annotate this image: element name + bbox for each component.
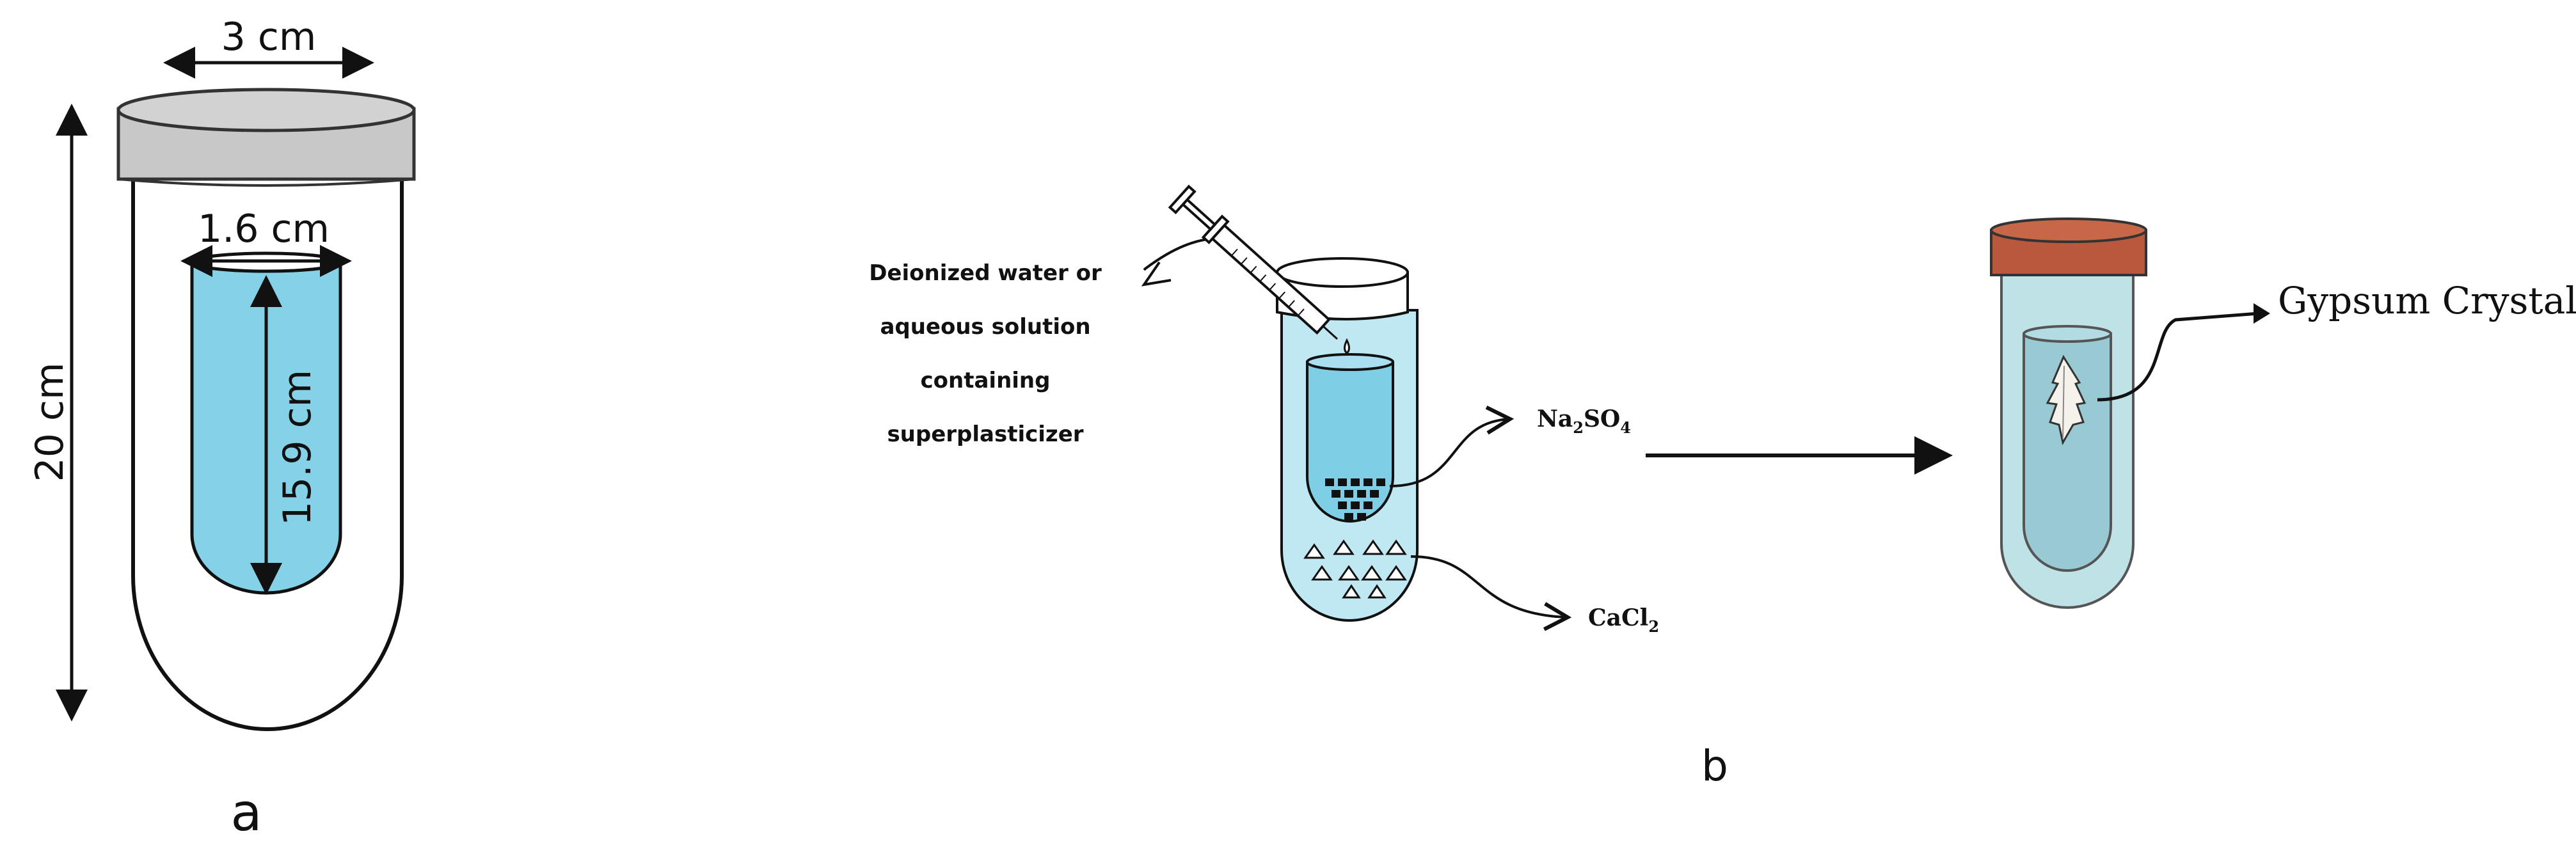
syringe-icon xyxy=(1168,184,1339,340)
droplet-icon xyxy=(1344,338,1350,354)
panel-b-label: b xyxy=(1701,741,1728,791)
solution-label-line-4: superplasticizer xyxy=(887,422,1083,447)
panel-a: 3 cm 20 cm 1.6 cm 15.9 cm a xyxy=(28,15,416,842)
reaction-tube xyxy=(1276,257,1419,622)
inner-diameter-label: 1.6 cm xyxy=(198,207,330,251)
tube-diameter-label: 3 cm xyxy=(221,15,317,59)
tube-height-label: 20 cm xyxy=(28,363,72,482)
solution-label-line-1: Deionized water or xyxy=(869,260,1102,286)
gypsum-crystal-icon xyxy=(2046,354,2087,446)
square-particle-icon xyxy=(1325,478,1385,521)
gypsum-pointer-arrow xyxy=(2097,312,2259,402)
triangle-particle-icon xyxy=(1303,539,1407,599)
panel-a-label: a xyxy=(230,783,262,842)
panel-b: Deionized water or aqueous solution cont… xyxy=(869,184,2576,791)
solution-label-line-3: containing xyxy=(921,368,1051,393)
panel-a-cap xyxy=(116,88,416,187)
gypsum-crystal-label: Gypsum Crystal xyxy=(2278,279,2576,322)
na2so4-pointer-arrow xyxy=(1389,406,1515,487)
cacl2-label: CaCl2 xyxy=(1588,604,1659,636)
solution-label: Deionized water or aqueous solution cont… xyxy=(869,260,1102,447)
na2so4-label: Na2SO4 xyxy=(1537,406,1631,437)
cacl2-pointer-arrow xyxy=(1410,555,1572,631)
inner-height-label: 15.9 cm xyxy=(275,370,320,526)
solution-label-line-2: aqueous solution xyxy=(880,314,1090,340)
